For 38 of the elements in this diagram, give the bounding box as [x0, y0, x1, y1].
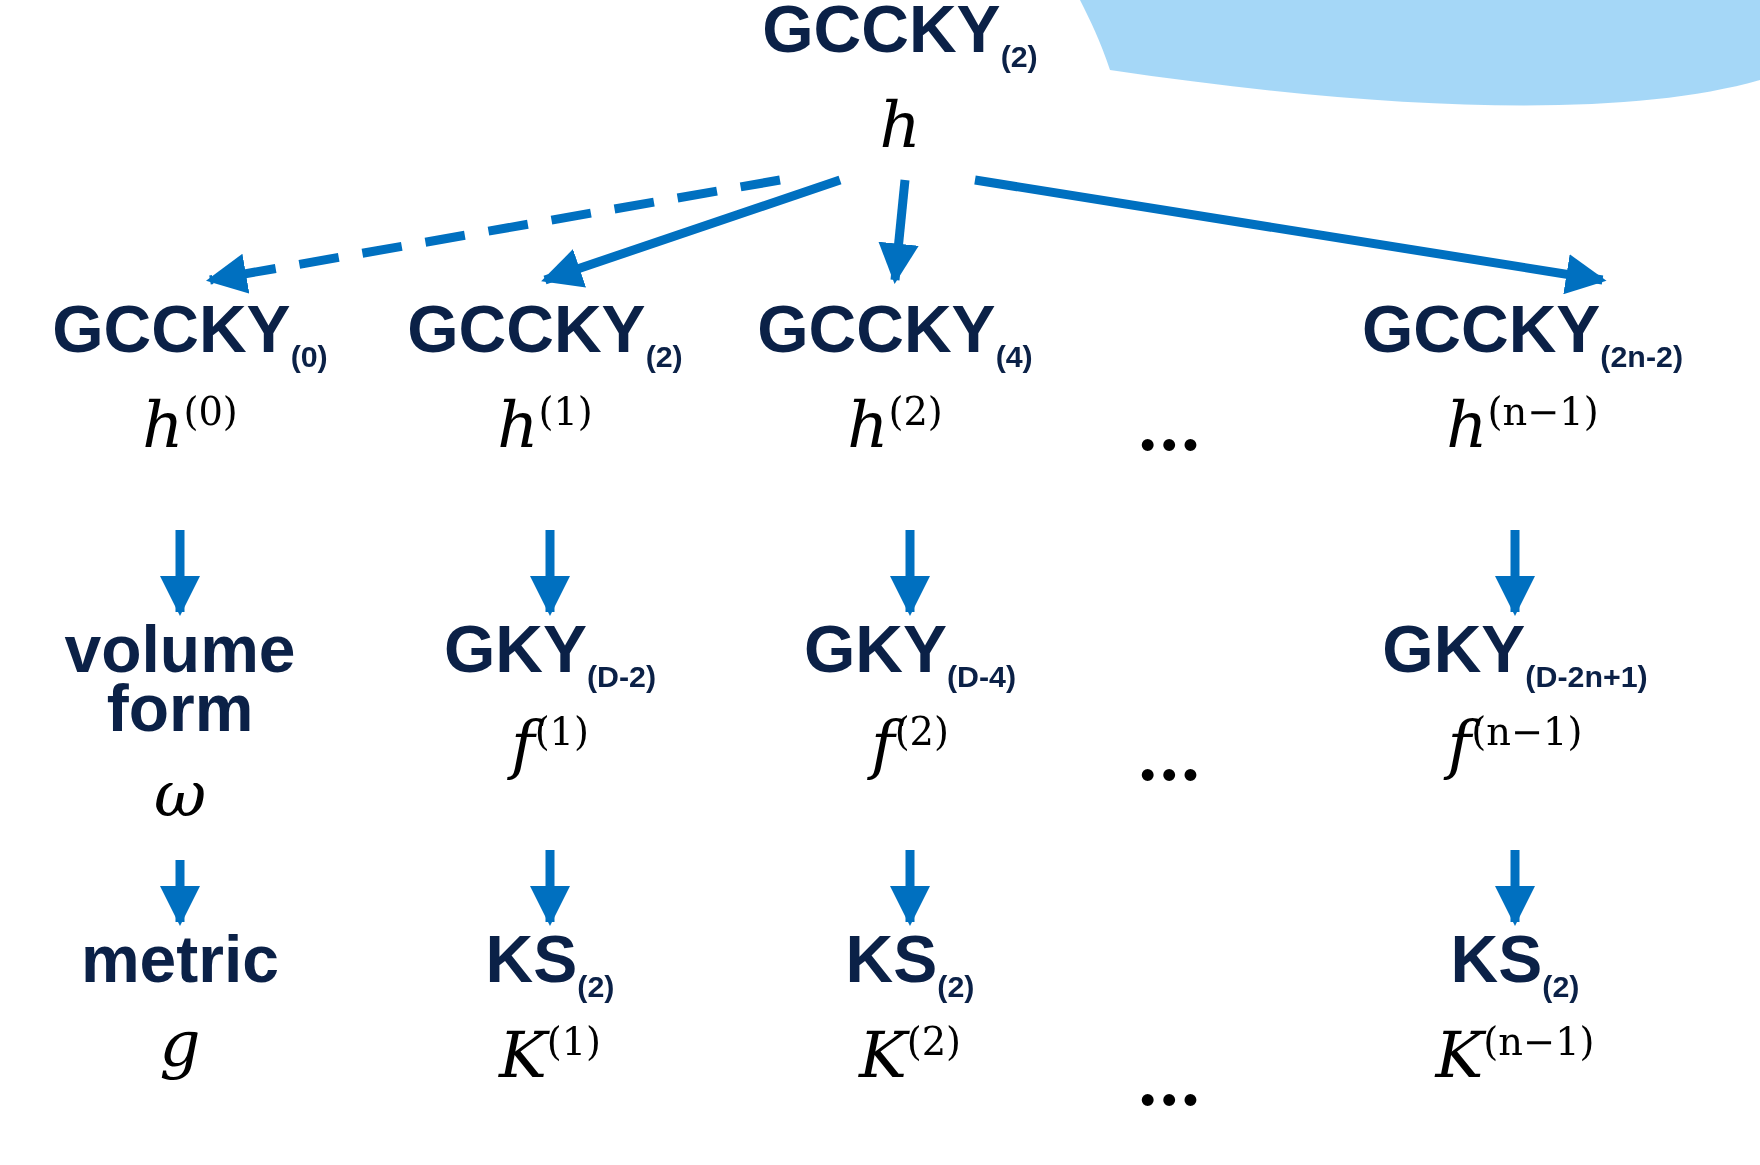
ellipsis: •••: [1140, 750, 1205, 800]
arrow: [974, 175, 1607, 295]
arrow: [206, 175, 781, 294]
math-symbol: ω: [153, 758, 207, 830]
term-label: GKY$_{(D-4)}$: [803, 620, 1017, 691]
arrow: [529, 850, 571, 927]
term-label: GCCKY$_{(4)}$: [757, 300, 1033, 371]
arrow: [541, 175, 842, 288]
math-symbol: h$^{(0)}$: [142, 390, 238, 461]
math-symbol: K$^{(2)}$: [858, 1020, 962, 1091]
arrow: [1494, 850, 1536, 927]
arrow: [529, 530, 571, 617]
ellipsis: •••: [1140, 1075, 1205, 1125]
term-label: GCCKY$_{(2n-2)}$: [1362, 300, 1683, 371]
term-label: GKY$_{(D-2)}$: [443, 620, 657, 691]
term-label: KS$_{(2)}$: [1450, 930, 1580, 1001]
math-symbol: K$^{(n−1)}$: [1435, 1020, 1595, 1091]
term-label: volume form: [63, 620, 297, 739]
term-label: GCCKY$_{(2)}$: [407, 300, 683, 371]
arrow: [159, 530, 201, 617]
math-symbol: h: [879, 90, 921, 161]
term-label: metric: [80, 930, 280, 990]
math-symbol: h$^{(n−1)}$: [1446, 390, 1599, 461]
term-label: GCCKY$_{(0)}$: [52, 300, 328, 371]
math-symbol: h$^{(2)}$: [847, 390, 943, 461]
ellipsis: •••: [1140, 420, 1205, 470]
arrow: [889, 850, 931, 927]
arrow: [878, 179, 919, 285]
arrow: [889, 530, 931, 617]
term-label: GKY$_{(D-2n+1)}$: [1382, 620, 1648, 691]
term-label: GCCKY$_{(2)}$: [762, 0, 1038, 71]
arrow: [159, 860, 201, 927]
math-symbol: K$^{(1)}$: [498, 1020, 602, 1091]
term-label: KS$_{(2)}$: [485, 930, 615, 1001]
math-symbol: h$^{(1)}$: [497, 390, 593, 461]
term-label: KS$_{(2)}$: [845, 930, 975, 1001]
arrow: [1494, 530, 1536, 617]
math-symbol: g: [159, 1009, 201, 1080]
